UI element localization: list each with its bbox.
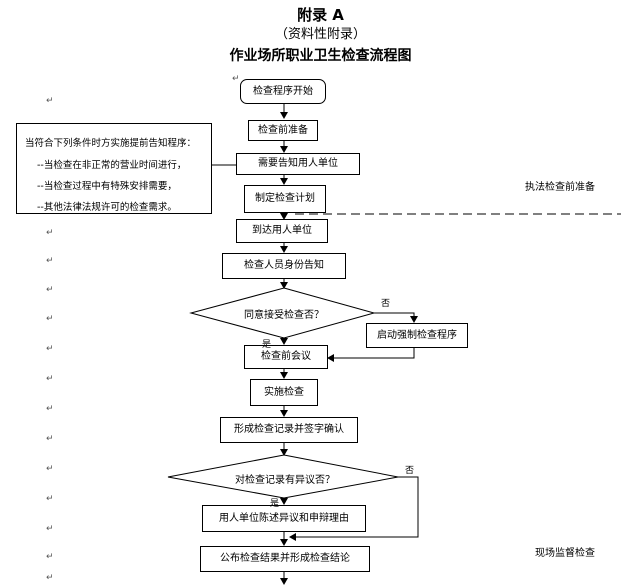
paragraph-mark: ↵ <box>46 524 54 534</box>
record-box: 形成检查记录并签字确认 <box>220 417 358 443</box>
paragraph-mark: ↵ <box>46 96 54 106</box>
paragraph-mark: ↵ <box>46 573 54 583</box>
yes-label-dispute: 是 <box>270 499 280 509</box>
paragraph-mark: ↵ <box>46 374 54 384</box>
note-item: --当检查在非正常的营业时间进行， <box>37 160 187 171</box>
pre-meeting-box: 检查前会议 <box>244 345 328 369</box>
paragraph-mark: ↵ <box>46 404 54 414</box>
paragraph-mark: ↵ <box>232 74 240 84</box>
notify-employer-box: 需要告知用人单位 <box>236 153 360 175</box>
flowchart-heading: 作业场所职业卫生检查流程图 <box>229 48 412 64</box>
no-label-accept: 否 <box>381 299 391 309</box>
yes-label-accept: 是 <box>262 340 272 350</box>
appendix-title: 附录 A <box>297 6 344 24</box>
publish-box: 公布检查结果并形成检查结论 <box>200 546 370 572</box>
note-item: --当检查过程中有特殊安排需要， <box>37 181 177 192</box>
note-item: --其他法律法规许可的检查需求。 <box>37 202 177 213</box>
enforce-box: 启动强制检查程序 <box>366 323 468 348</box>
paragraph-mark: ↵ <box>46 314 54 324</box>
paragraph-mark: ↵ <box>46 344 54 354</box>
no-label-dispute: 否 <box>405 466 415 476</box>
dispute-decision: 对检查记录有异议否？ <box>235 475 335 486</box>
note-intro: 当符合下列条件时方实施提前告知程序： <box>25 138 197 149</box>
paragraph-mark: ↵ <box>46 494 54 504</box>
paragraph-mark: ↵ <box>46 434 54 444</box>
plan-box: 制定检查计划 <box>244 185 326 213</box>
implement-box: 实施检查 <box>250 379 318 406</box>
start-node: 检查程序开始 <box>240 79 326 104</box>
paragraph-mark: ↵ <box>46 464 54 474</box>
phase-label-onsite: 现场监督检查 <box>535 548 595 559</box>
arrive-employer-box: 到达用人单位 <box>236 219 328 243</box>
advance-notice-note: 当符合下列条件时方实施提前告知程序： --当检查在非正常的营业时间进行， --当… <box>16 123 212 214</box>
appendix-subtitle: （资料性附录） <box>274 27 366 42</box>
prep-box: 检查前准备 <box>248 120 318 141</box>
paragraph-mark: ↵ <box>46 285 54 295</box>
identity-box: 检查人员身份告知 <box>222 253 346 279</box>
statement-box: 用人单位陈述异议和申辩理由 <box>202 505 366 532</box>
paragraph-mark: ↵ <box>46 228 54 238</box>
accept-decision: 同意接受检查否？ <box>244 310 324 321</box>
paragraph-mark: ↵ <box>46 256 54 266</box>
paragraph-mark: ↵ <box>46 552 54 562</box>
phase-label-prep: 执法检查前准备 <box>525 182 595 193</box>
